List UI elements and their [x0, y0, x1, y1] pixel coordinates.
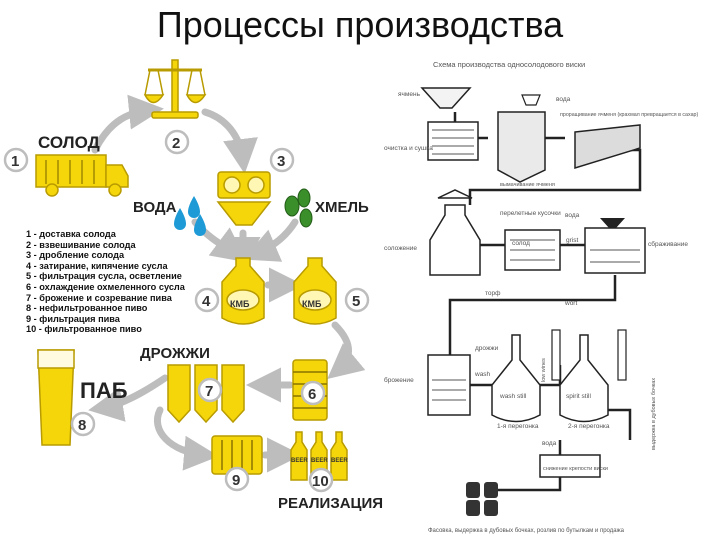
legend-item: 5 - фильтрация сусла, осветление — [26, 271, 182, 282]
kettle-label: КМБ — [302, 299, 322, 309]
beer-glass-icon — [37, 349, 75, 446]
arrow-1-2 — [91, 94, 164, 154]
beer-filter-icon — [211, 435, 263, 475]
step-number-10: 10 — [312, 473, 329, 490]
legend-item: 7 - брожение и созревание пива — [26, 292, 172, 303]
label-spirit-still: spirit still — [566, 393, 591, 400]
arrow-7-9 — [153, 406, 219, 471]
label-soloshenie: соложение — [384, 245, 417, 252]
step-number-2: 2 — [172, 135, 180, 152]
label-solod: СОЛОД — [38, 133, 100, 152]
label-peregonka-1: 1-я перегонка — [497, 423, 539, 430]
label-torf: торф — [485, 290, 501, 297]
mash-kettle-icon — [221, 257, 265, 325]
label-grist: grist — [566, 237, 578, 244]
label-wash-still: wash still — [499, 393, 527, 400]
label-wash: wash — [474, 371, 491, 378]
whisky-scheme — [420, 87, 646, 516]
label-ochistka: очистка и сушка — [384, 145, 433, 152]
label-drozhzhi: дрожжи — [475, 345, 499, 352]
label-prorashchivanie: проращивание ячменя (крахмал превращаетс… — [560, 112, 698, 118]
casks-icon — [466, 482, 498, 516]
label-realizaciya: РЕАЛИЗАЦИЯ — [278, 495, 383, 512]
step-number-7: 7 — [205, 383, 213, 400]
label-hmel: ХМЕЛЬ — [315, 199, 369, 216]
label-wort: wort — [564, 300, 577, 307]
mill-icon — [216, 171, 272, 226]
label-solod: солод — [512, 240, 530, 247]
step-number-8: 8 — [78, 417, 86, 434]
page-title: Процессы производства — [156, 4, 564, 45]
label-voda-top: вода — [556, 96, 571, 103]
legend: 1 - доставка солода 2 - взвешивание соло… — [26, 229, 185, 335]
label-yachmen: ячмень — [398, 91, 421, 98]
step-number-1: 1 — [11, 153, 19, 170]
label-pab: ПАБ — [80, 378, 128, 403]
arrow-hops — [243, 218, 299, 262]
label-drozhzhi: ДРОЖЖИ — [140, 345, 210, 362]
step-number-4: 4 — [202, 293, 211, 310]
label-peregonka-2: 2-я перегонка — [568, 423, 610, 430]
step-number-3: 3 — [277, 153, 285, 170]
legend-item: 6 - охлаждение охмеленного сусла — [26, 281, 185, 292]
legend-item: 3 - дробление солода — [26, 250, 125, 261]
label-sbrazhivanie: сбраживание — [648, 240, 688, 248]
filter-kettle-icon — [293, 257, 337, 325]
bottle-label: BEER — [331, 458, 348, 464]
label-fraction: low wines — [541, 358, 547, 382]
label-vyderzhka: выдержка в дубовых бочках — [651, 378, 657, 450]
bottle-label: BEER — [291, 458, 308, 464]
label-voda: ВОДА — [133, 199, 177, 216]
hops-icon — [284, 188, 313, 228]
step-badges — [3, 129, 370, 493]
step-number-9: 9 — [232, 472, 240, 489]
truck-icon — [35, 154, 129, 197]
label-pereletnye: перелетные кусочки — [500, 210, 561, 217]
label-vymachivanie: вымачивание ячменя — [500, 182, 555, 188]
arrow-5-6 — [327, 321, 366, 379]
legend-item: 2 - взвешивание солода — [26, 239, 136, 250]
step-number-6: 6 — [308, 386, 316, 403]
process-arrows — [88, 94, 366, 473]
kettle-label: КМБ — [230, 299, 250, 309]
step-number-5: 5 — [352, 293, 360, 310]
scheme-title: Схема производства односолодового виски — [433, 60, 585, 69]
scales-icon — [143, 59, 207, 119]
arrow-7-8 — [88, 374, 169, 422]
legend-item: 1 - доставка солода — [26, 229, 116, 239]
bottle-label: BEER — [311, 458, 328, 464]
legend-item: 10 - фильтрованное пиво — [26, 324, 142, 335]
label-kreposti: снижение крепости виски — [543, 466, 608, 472]
label-voda-low: вода — [542, 440, 557, 447]
label-voda-mid: вода — [565, 212, 580, 219]
legend-item: 4 - затирание, кипячение сусла — [26, 260, 168, 271]
water-drops-icon — [174, 196, 206, 236]
arrow-2-3 — [201, 108, 258, 174]
label-footer: Фасовка, выдержка в дубовых бочках, розл… — [428, 528, 625, 534]
legend-item: 9 - фильтрация пива — [26, 313, 120, 324]
label-brozhenie: брожение — [384, 376, 414, 384]
legend-item: 8 - нефильтрованное пиво — [26, 303, 148, 314]
